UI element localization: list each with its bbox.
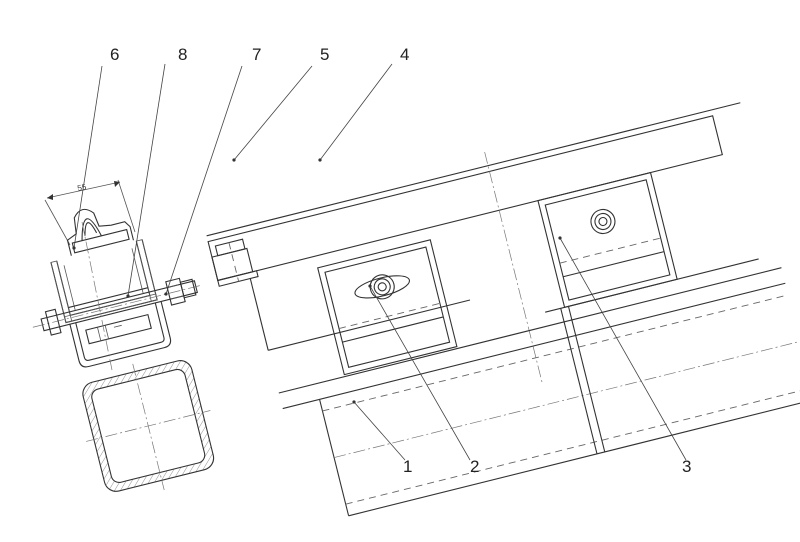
- side-view: [206, 102, 800, 517]
- dimension-55: 55: [44, 179, 136, 246]
- label-8: 8: [178, 45, 187, 64]
- label-3: 3: [682, 457, 691, 476]
- nut-icon: [590, 208, 616, 235]
- upper-channel: [50, 239, 158, 324]
- label-5: 5: [320, 45, 329, 64]
- leader-7: [165, 65, 243, 295]
- leader-4: [319, 63, 393, 161]
- leader-2: [369, 285, 471, 461]
- leader-1: [353, 401, 406, 461]
- label-2: 2: [470, 457, 479, 476]
- label-1: 1: [403, 457, 412, 476]
- label-6: 6: [110, 45, 119, 64]
- leader-lines: [72, 63, 687, 461]
- wing-nut-icon: [354, 274, 411, 300]
- lower-rail: [278, 267, 800, 517]
- end-clamp: [211, 238, 471, 351]
- section-view: 55: [32, 179, 215, 492]
- dimension-text: 55: [77, 182, 88, 193]
- seal-profile: [66, 208, 134, 256]
- label-4: 4: [400, 45, 409, 64]
- leader-3: [559, 237, 687, 461]
- square-tube: [82, 360, 215, 492]
- label-7: 7: [252, 45, 261, 64]
- leader-5: [233, 65, 313, 161]
- lower-bracket: [69, 300, 172, 368]
- part-labels: 6 8 7 5 4 1 2 3: [110, 45, 691, 476]
- leader-8: [127, 63, 166, 297]
- clamp-plate-2: [317, 239, 458, 376]
- through-bolt: [32, 277, 203, 336]
- leader-6: [73, 65, 103, 249]
- clamp-plate-3: [537, 171, 759, 313]
